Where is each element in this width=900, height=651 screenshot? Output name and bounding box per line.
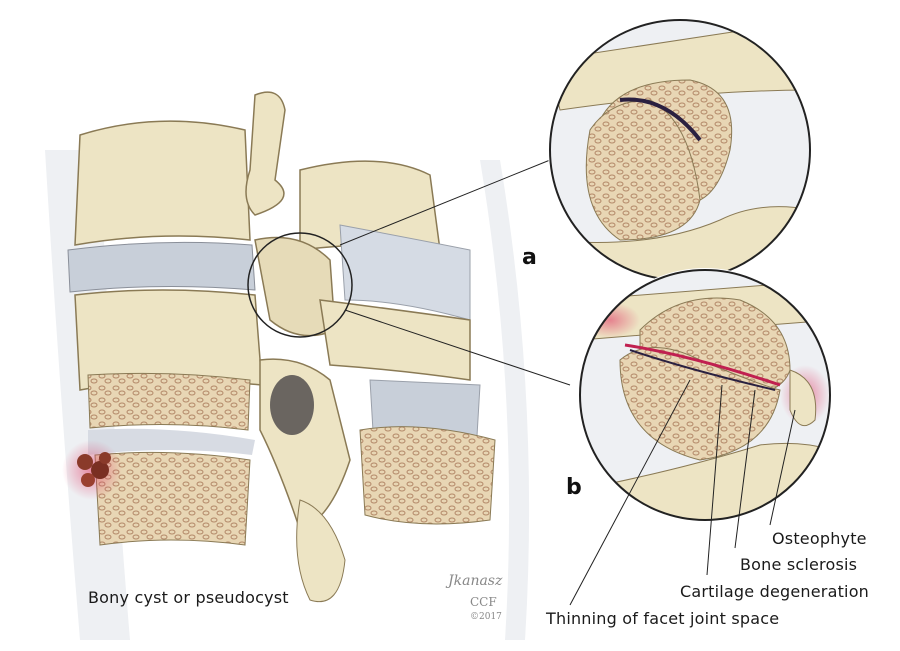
focus-circle [247, 232, 353, 338]
label-bony-cyst: Bony cyst or pseudocyst [88, 588, 289, 607]
spine-left [45, 91, 530, 640]
panel-label-a: a [522, 245, 537, 270]
label-osteophyte: Osteophyte [772, 529, 867, 548]
panel-label-b: b [566, 475, 582, 500]
label-cartilage-degeneration: Cartilage degeneration [680, 582, 870, 601]
svg-text:©2017: ©2017 [470, 612, 502, 622]
artist-signature: Jkanasz CCF ©2017 [445, 573, 503, 622]
label-pointers [569, 379, 796, 606]
detail-circle-a [548, 18, 812, 282]
label-bone-sclerosis: Bone sclerosis [740, 555, 858, 574]
zoom-lines [339, 157, 571, 386]
detail-circle-b [578, 268, 832, 522]
bony-cyst [77, 452, 111, 487]
label-thinning: Thinning of facet joint space [546, 609, 780, 628]
svg-text:Jkanasz: Jkanasz [445, 573, 503, 589]
svg-text:CCF: CCF [470, 595, 497, 609]
